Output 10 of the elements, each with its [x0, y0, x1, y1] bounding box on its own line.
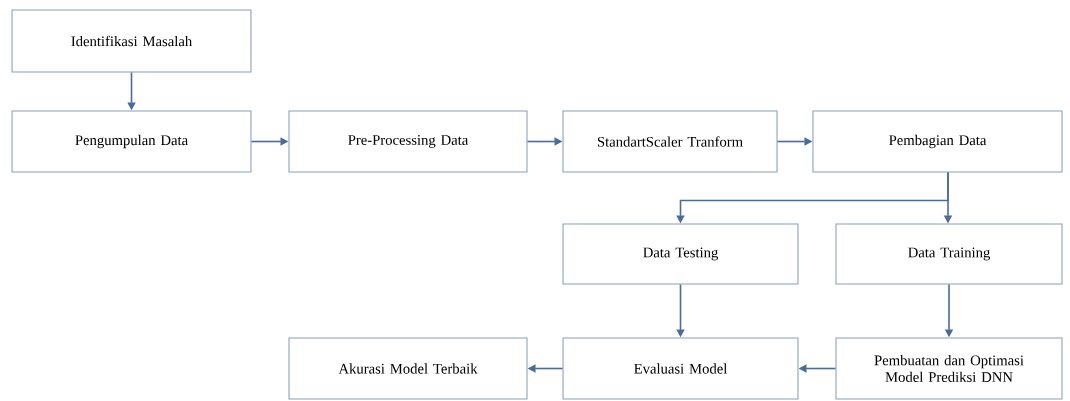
process-box: Pembuatan dan Optimasi Model Prediksi DNN — [835, 337, 1063, 400]
process-box: Identifikasi Masalah — [11, 9, 252, 73]
process-box: Pengumpulan Data — [11, 110, 252, 173]
process-box: Evaluasi Model — [562, 337, 799, 400]
process-box: Pembagian Data — [812, 110, 1063, 173]
process-box: Data Training — [835, 223, 1063, 285]
process-box: StandartScaler Tranform — [562, 110, 778, 173]
process-box: Pre-Processing Data — [288, 110, 528, 173]
process-box: Akurasi Model Terbaik — [288, 337, 528, 400]
process-box: Data Testing — [562, 223, 799, 285]
